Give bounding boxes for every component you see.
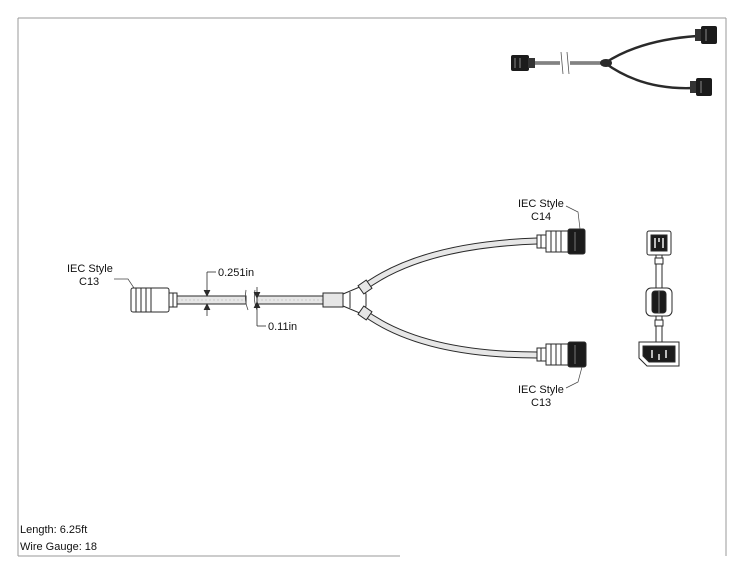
main-cable-left-segment (176, 295, 247, 305)
outer-diameter-label: 0.251in (218, 267, 254, 279)
bottom-right-connector-model-label: C13 (531, 397, 551, 409)
thumbnail-c13-plug-left (511, 55, 535, 71)
cable-break-symbol (244, 289, 258, 311)
upper-right-c14-connector (536, 228, 586, 255)
wire-gauge-spec: Wire Gauge: 18 (20, 541, 98, 553)
left-c13-connector (130, 287, 178, 313)
isometric-cable-thumbnail (511, 26, 717, 96)
main-cable-plan-view: 0.251in 0.11in IEC Style C13 IEC Style C… (67, 198, 587, 409)
end-view-ferrite-core (645, 287, 673, 317)
lower-branch-cable (357, 305, 538, 359)
top-right-connector-model-label: C14 (531, 211, 551, 223)
top-right-connector-type-label: IEC Style (518, 198, 564, 210)
y-splitter-junction (322, 285, 367, 315)
conductor-diameter-label: 0.11in (268, 321, 297, 333)
upper-branch-cable (357, 237, 538, 295)
conductor-diameter-dimension (253, 287, 266, 327)
side-end-view (638, 230, 680, 367)
outer-diameter-dimension (203, 271, 216, 316)
left-connector-model-label: C13 (79, 276, 99, 288)
thumbnail-c14-plug-top (695, 26, 717, 44)
left-connector-type-label: IEC Style (67, 263, 113, 275)
bottom-right-connector-type-label: IEC Style (518, 384, 564, 396)
cable-length-spec: Length: 6.25ft (20, 524, 88, 536)
drawing-frame (17, 17, 727, 557)
end-view-c13-face (638, 341, 680, 367)
end-view-c14-face (646, 230, 672, 256)
callout-leaders (114, 205, 583, 389)
lower-right-c13-connector (536, 341, 587, 368)
thumbnail-c13-plug-bottom (690, 78, 712, 96)
main-cable-right-segment (256, 295, 324, 305)
